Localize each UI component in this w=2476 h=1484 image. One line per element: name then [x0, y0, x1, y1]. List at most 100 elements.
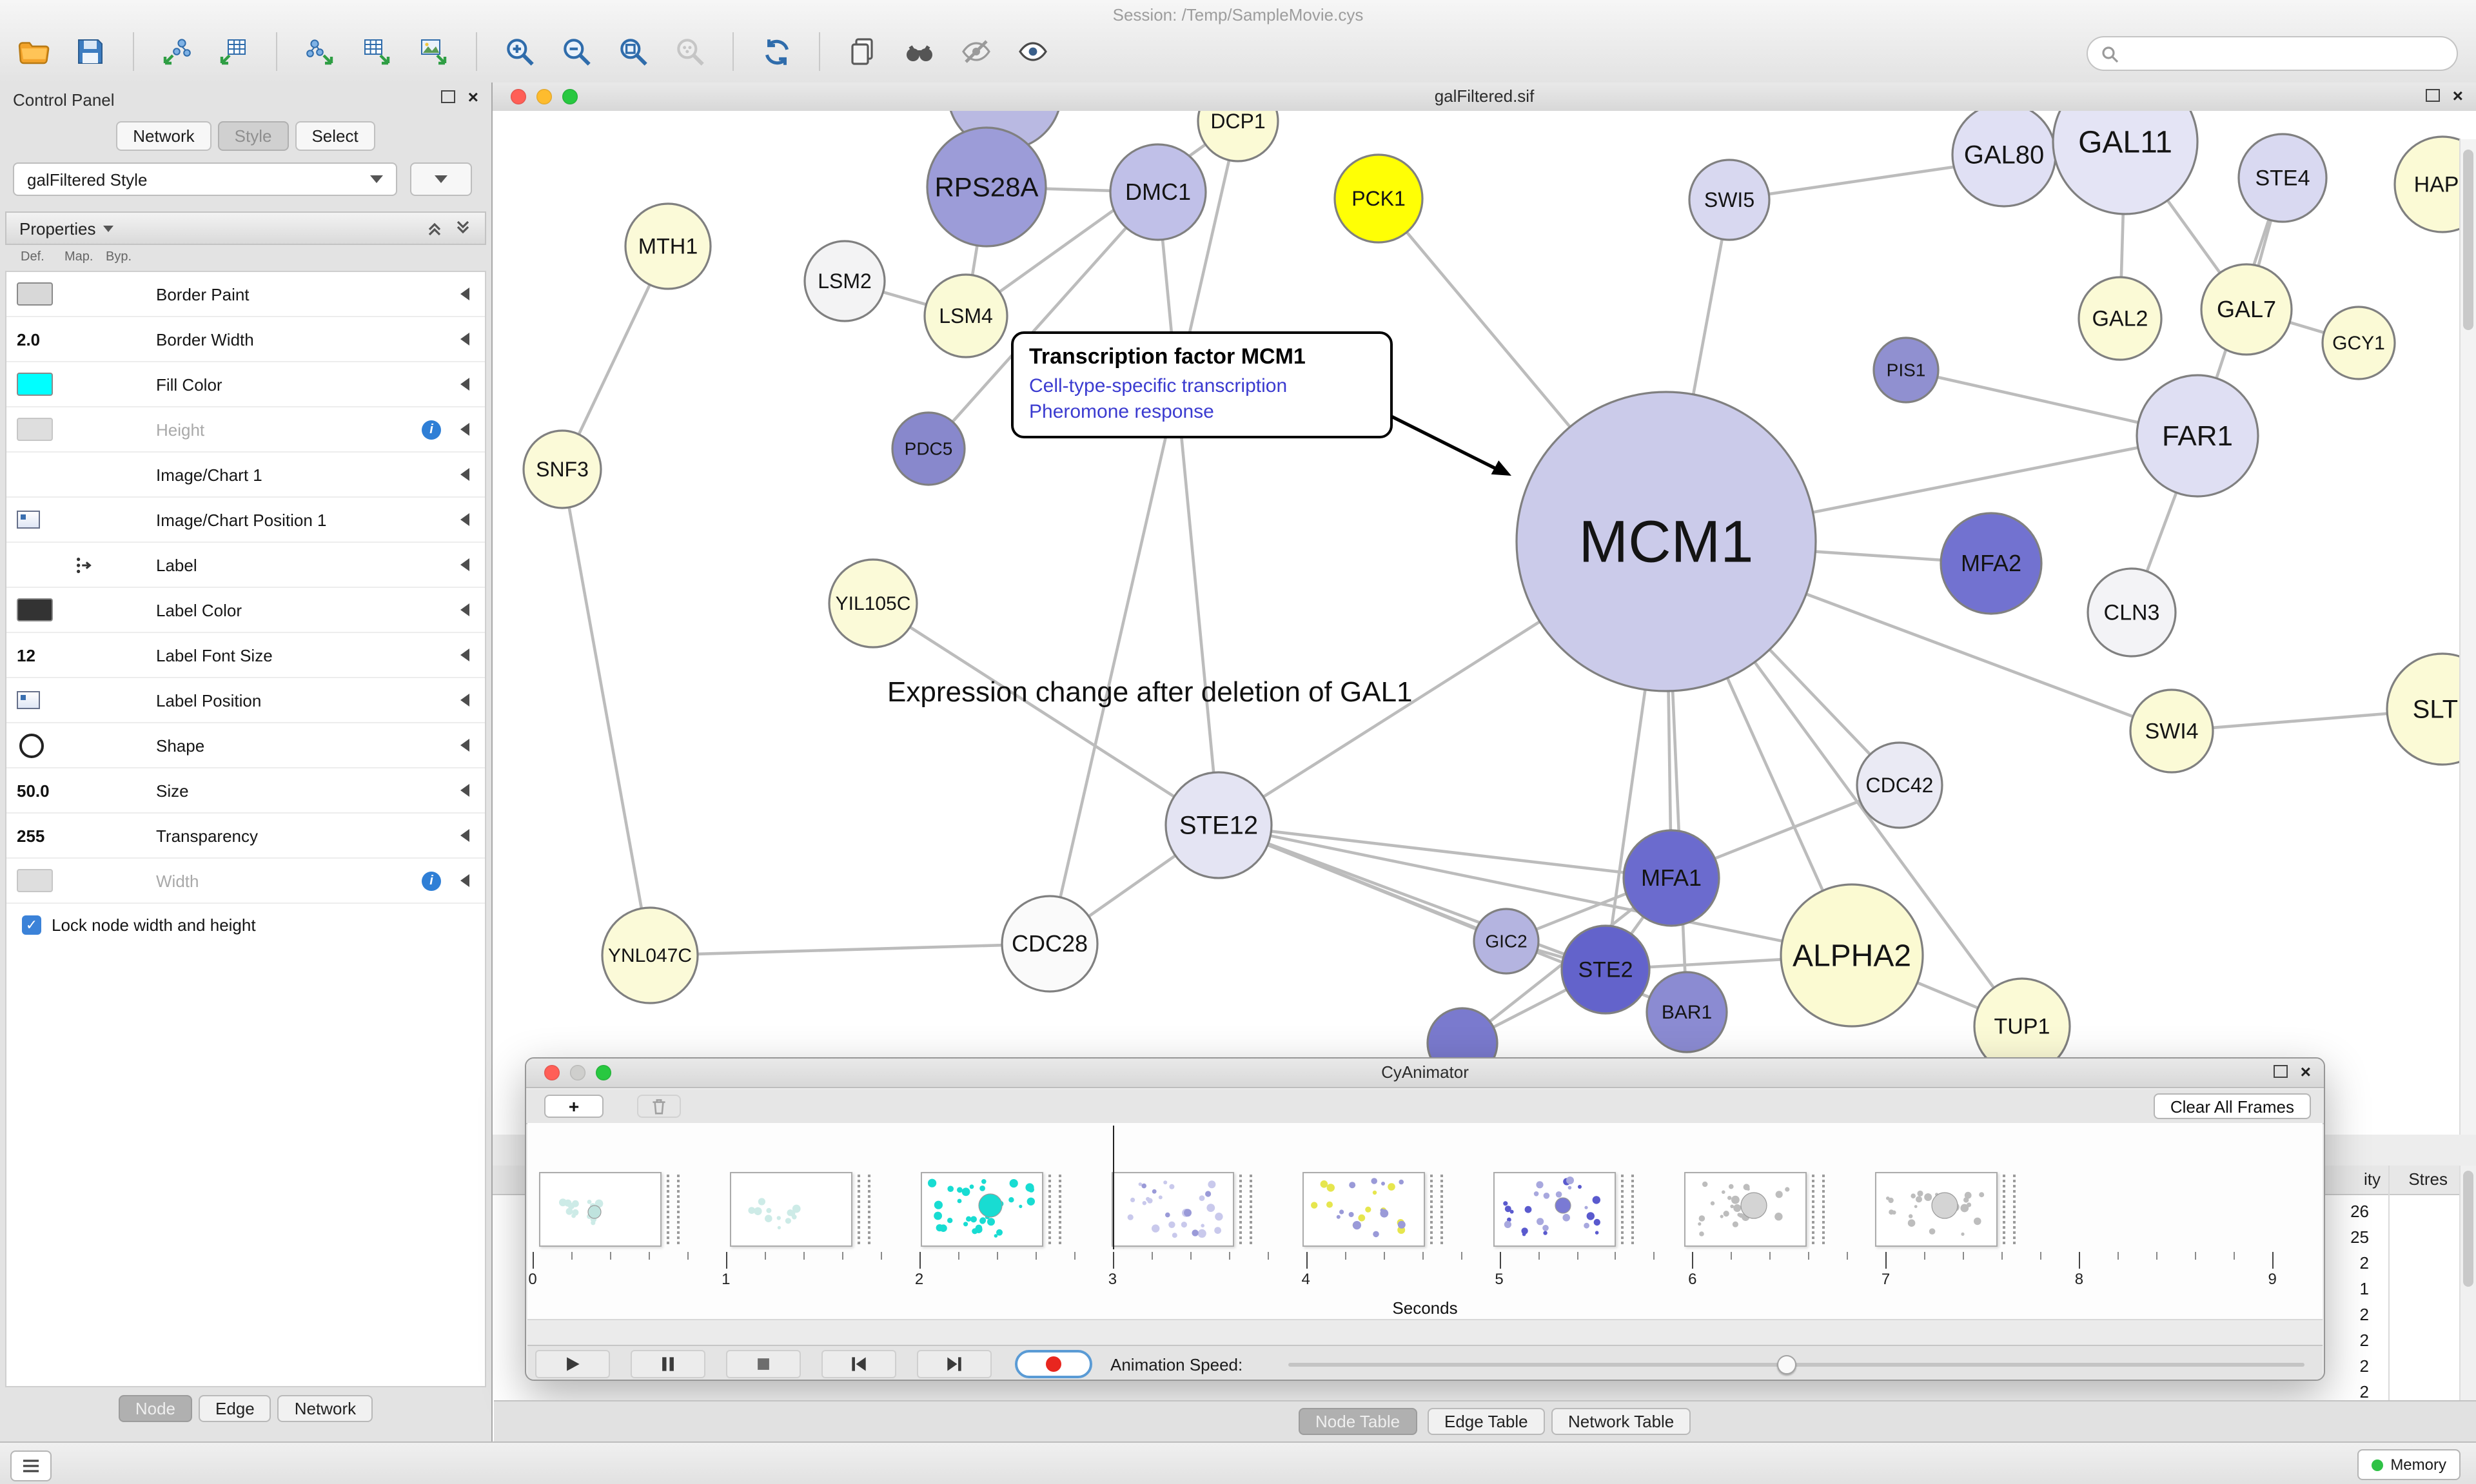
network-node-mfa1[interactable]: MFA1 [1622, 829, 1720, 927]
default-value-cell[interactable] [6, 691, 63, 709]
node-circle[interactable] [2136, 374, 2259, 498]
network-edge-ste12-mfa1[interactable] [1218, 823, 1672, 880]
table-cell-value[interactable]: 2 [2359, 1331, 2369, 1350]
zoom-window-light[interactable] [596, 1065, 611, 1080]
network-edge-ste12-ste2[interactable] [1218, 823, 1606, 971]
node-circle[interactable] [2078, 276, 2163, 361]
memory-button[interactable]: Memory [2357, 1449, 2461, 1480]
frame-drag-handle[interactable] [2003, 1175, 2016, 1244]
table-cell-value[interactable]: 2 [2359, 1305, 2369, 1324]
close-icon[interactable]: × [467, 86, 478, 107]
frame-drag-handle[interactable] [1430, 1175, 1443, 1244]
annotation-box[interactable]: Transcription factor MCM1 Cell-type-spec… [1011, 331, 1393, 438]
network-node-lsm2[interactable]: LSM2 [803, 240, 886, 322]
default-value-cell[interactable]: 12 [6, 645, 63, 665]
network-edge-dcp1-cdc28[interactable] [1048, 121, 1240, 944]
properties-header[interactable]: Properties [5, 211, 486, 245]
expand-all-icon[interactable] [454, 219, 472, 237]
network-node-ste4[interactable]: STE4 [2237, 133, 2328, 223]
network-node-pdc5[interactable]: PDC5 [891, 411, 966, 486]
network-node-ste2[interactable]: STE2 [1560, 924, 1651, 1015]
default-value-cell[interactable] [6, 373, 63, 396]
table-cell-value[interactable]: 2 [2359, 1382, 2369, 1401]
network-node-snf3[interactable]: SNF3 [522, 429, 602, 509]
table-cell-value[interactable]: 2 [2359, 1253, 2369, 1273]
expand-arrow-icon[interactable] [460, 423, 469, 436]
collapse-all-icon[interactable] [426, 219, 444, 237]
network-node-gal80[interactable]: GAL80 [1951, 111, 2057, 208]
show-all-button[interactable] [1010, 28, 1056, 75]
default-value-cell[interactable] [6, 598, 63, 621]
network-node-dmc1[interactable]: DMC1 [1109, 143, 1207, 241]
node-circle[interactable] [624, 202, 712, 290]
expand-arrow-icon[interactable] [460, 874, 469, 887]
expand-arrow-icon[interactable] [460, 333, 469, 346]
network-node-cln3[interactable]: CLN3 [2087, 567, 2177, 658]
node-circle[interactable] [926, 126, 1047, 248]
node-circle[interactable] [1197, 111, 1279, 162]
default-value-cell[interactable]: 2.0 [6, 329, 63, 349]
network-node-ynl047c[interactable]: YNL047C [601, 906, 699, 1004]
network-node-dcp1[interactable]: DCP1 [1197, 111, 1279, 162]
tab-style[interactable]: Style [217, 121, 289, 151]
expand-arrow-icon[interactable] [460, 829, 469, 842]
network-edge-yil105c-ste12[interactable] [872, 602, 1220, 826]
property-row-image-chart-1[interactable]: Image/Chart 1 [6, 453, 485, 498]
property-row-shape[interactable]: Shape [6, 723, 485, 768]
close-icon[interactable]: × [2300, 1061, 2311, 1082]
expand-arrow-icon[interactable] [460, 513, 469, 526]
node-circle[interactable] [1109, 143, 1207, 241]
tab-node[interactable]: Node [118, 1395, 192, 1422]
network-node-hap4[interactable]: HAP4 [2393, 135, 2476, 233]
network-node-alpha2[interactable]: ALPHA2 [1780, 883, 1924, 1028]
minimize-window-light[interactable] [570, 1065, 585, 1080]
default-value-cell[interactable] [6, 282, 63, 306]
node-circle[interactable] [828, 558, 918, 649]
expand-arrow-icon[interactable] [460, 603, 469, 616]
expand-arrow-icon[interactable] [460, 468, 469, 481]
close-window-light[interactable] [511, 89, 526, 104]
node-circle[interactable] [1872, 337, 1940, 404]
zoom-window-light[interactable] [562, 89, 578, 104]
network-node-tup1[interactable]: TUP1 [1973, 977, 2071, 1075]
network-node-swi4[interactable]: SWI4 [2129, 688, 2214, 774]
network-vertical-scrollbar[interactable] [2459, 139, 2476, 1191]
first-neighbors-button[interactable] [896, 28, 943, 75]
property-row-border-paint[interactable]: Border Paint [6, 272, 485, 317]
network-edge-dmc1-ste12[interactable] [1156, 191, 1221, 826]
expand-arrow-icon[interactable] [460, 739, 469, 752]
minimize-window-light[interactable] [536, 89, 552, 104]
panel-toggle-button[interactable] [10, 1450, 52, 1481]
step-forward-button[interactable] [917, 1350, 992, 1378]
tab-edge-table[interactable]: Edge Table [1428, 1408, 1545, 1435]
network-node-swi5[interactable]: SWI5 [1688, 159, 1771, 241]
network-node-pck1[interactable]: PCK1 [1333, 153, 1424, 244]
tab-edge[interactable]: Edge [199, 1395, 271, 1422]
animation-speed-slider[interactable] [1288, 1346, 2304, 1380]
tab-node-table[interactable]: Node Table [1299, 1408, 1417, 1435]
node-circle[interactable] [923, 273, 1008, 358]
node-circle[interactable] [1646, 971, 1728, 1053]
annotation-link[interactable]: Cell-type-specific transcription [1029, 375, 1288, 397]
export-network-button[interactable] [297, 28, 343, 75]
save-session-button[interactable] [67, 28, 113, 75]
node-circle[interactable] [522, 429, 602, 509]
timeline-scroll-track[interactable] [527, 1319, 2323, 1346]
network-edge-pdc5-dmc1[interactable] [927, 191, 1159, 450]
property-row-label-position[interactable]: Label Position [6, 678, 485, 723]
copy-button[interactable] [840, 28, 886, 75]
node-circle[interactable] [1473, 908, 1540, 975]
node-circle[interactable] [1856, 741, 1943, 829]
lock-size-checkbox[interactable]: ✓ [22, 915, 41, 935]
animation-frame-thumbnail-0s[interactable] [539, 1172, 662, 1247]
add-frame-button[interactable]: + [544, 1095, 604, 1118]
style-selector-dropdown[interactable]: galFiltered Style [13, 162, 397, 196]
tab-network[interactable]: Network [116, 121, 211, 151]
search-box[interactable] [2087, 36, 2458, 71]
stop-button[interactable] [726, 1350, 801, 1378]
network-window-titlebar[interactable]: galFiltered.sif × [493, 83, 2476, 112]
export-image-button[interactable] [410, 28, 457, 75]
